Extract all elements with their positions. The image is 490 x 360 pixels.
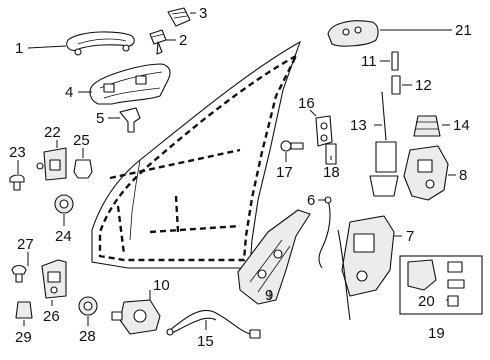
callout-8: 8 [459, 167, 467, 184]
rod-assembly [369, 91, 399, 197]
callout-10: 10 [153, 277, 170, 294]
lock-cylinder-26 [41, 259, 67, 299]
callout-21: 21 [455, 22, 472, 39]
bolt-17 [280, 140, 304, 152]
callout-26: 26 [43, 308, 60, 325]
door-latch-assembly [337, 215, 395, 321]
callout-7: 7 [406, 228, 414, 245]
callout-15: 15 [197, 333, 214, 350]
callout-20: 20 [418, 293, 435, 310]
door-striker [315, 115, 333, 147]
screw-23 [9, 174, 25, 191]
door-frame [91, 40, 302, 269]
callout-11: 11 [361, 53, 377, 70]
callout-4: 4 [65, 84, 73, 101]
key-fob [327, 20, 379, 47]
callout-23: 23 [9, 144, 26, 161]
callout-29: 29 [15, 329, 32, 346]
lock-rod [318, 196, 332, 269]
callout-24: 24 [55, 228, 72, 245]
clip-12 [391, 75, 401, 95]
handle-screw [149, 29, 167, 55]
callout-25: 25 [73, 132, 90, 149]
module-kit-box [399, 255, 483, 315]
callout-17: 17 [276, 164, 293, 181]
shim-18 [325, 143, 337, 165]
outside-door-handle [66, 31, 135, 56]
callout-12: 12 [415, 77, 432, 94]
grommet-24 [54, 194, 74, 214]
pin-11 [391, 51, 399, 71]
protective-boot [413, 115, 441, 137]
screw-27 [11, 264, 27, 283]
plug-29 [15, 301, 33, 319]
callout-16: 16 [298, 95, 315, 112]
lock-cylinder-housing [36, 147, 67, 181]
handle-cap [167, 7, 191, 27]
grommet-28 [78, 296, 98, 316]
callout-1: 1 [15, 40, 23, 57]
callout-5: 5 [96, 110, 104, 127]
callout-19: 19 [428, 325, 445, 342]
callout-6: 6 [307, 192, 315, 209]
callout-28: 28 [79, 328, 96, 345]
release-cable [166, 310, 261, 339]
callout-9: 9 [265, 287, 273, 304]
handle-carrier [89, 63, 171, 105]
window-regulator [237, 209, 311, 305]
lock-actuator [403, 145, 449, 201]
callout-18: 18 [323, 164, 340, 181]
callout-22: 22 [44, 124, 61, 141]
cover-25 [73, 159, 93, 179]
callout-14: 14 [453, 117, 470, 134]
callout-2: 2 [179, 32, 187, 49]
callout-13: 13 [350, 117, 367, 134]
callout-3: 3 [199, 5, 207, 22]
mounting-bracket [119, 107, 141, 133]
callout-27: 27 [17, 236, 34, 253]
window-regulator-motor [111, 299, 161, 335]
